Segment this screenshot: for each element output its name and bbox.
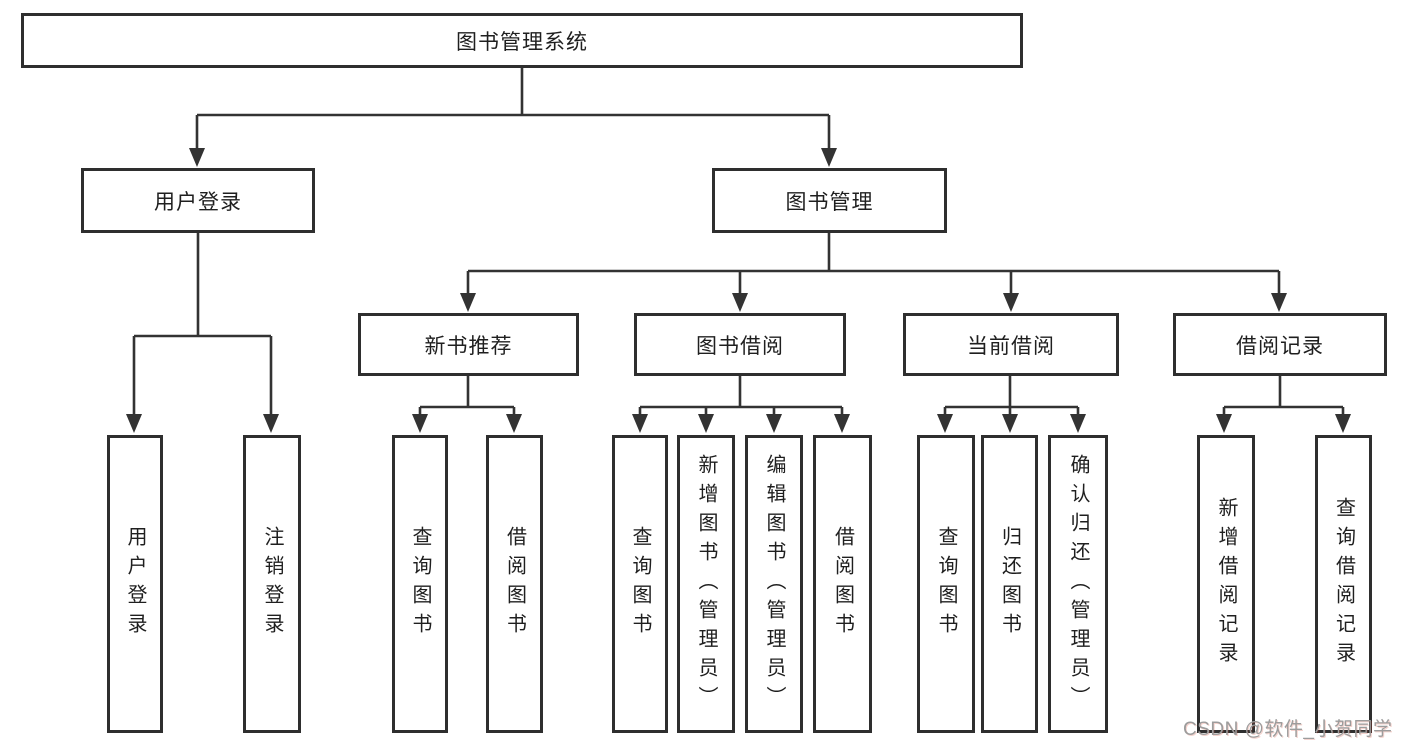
arrow-down-icon [1003, 293, 1019, 312]
leaf-borrow-books-recommend: 借阅图书 [486, 435, 543, 733]
arrow-down-icon [766, 414, 782, 433]
arrow-down-icon [412, 414, 428, 433]
arrow-down-icon [698, 414, 714, 433]
node-library-management-system: 图书管理系统 [21, 13, 1023, 68]
connector-borrow-records-to-leaves [1222, 376, 1345, 416]
node-user-login: 用户登录 [81, 168, 315, 233]
leaf-user-login: 用户登录 [107, 435, 163, 733]
node-borrowing-records: 借阅记录 [1173, 313, 1387, 376]
arrow-down-icon [460, 293, 476, 312]
leaf-edit-books-admin: 编辑图书（管理员） [745, 435, 803, 733]
node-new-book-recommendation: 新书推荐 [358, 313, 579, 376]
arrow-down-icon [1216, 414, 1232, 433]
connector-current-borrow-to-leaves [943, 376, 1080, 416]
connector-user-login-to-leaves [132, 233, 273, 416]
leaf-query-books-current: 查询图书 [917, 435, 975, 733]
arrow-down-icon [189, 148, 205, 167]
node-current-borrowing: 当前借阅 [903, 313, 1119, 376]
leaf-query-books-borrow: 查询图书 [612, 435, 668, 733]
leaf-confirm-return-admin: 确认归还（管理员） [1048, 435, 1108, 733]
leaf-return-books: 归还图书 [981, 435, 1038, 733]
arrow-down-icon [732, 293, 748, 312]
arrow-down-icon [506, 414, 522, 433]
arrowheads [126, 148, 1351, 433]
arrow-down-icon [1070, 414, 1086, 433]
arrow-down-icon [632, 414, 648, 433]
arrow-down-icon [263, 414, 279, 433]
arrow-down-icon [821, 148, 837, 167]
connector-root-to-level2 [195, 68, 831, 150]
arrow-down-icon [834, 414, 850, 433]
connector-book-mgmt-to-level3 [466, 233, 1281, 295]
arrow-down-icon [126, 414, 142, 433]
leaf-borrow-books: 借阅图书 [813, 435, 872, 733]
arrow-down-icon [1002, 414, 1018, 433]
leaf-logout: 注销登录 [243, 435, 301, 733]
arrow-down-icon [1335, 414, 1351, 433]
arrow-down-icon [1271, 293, 1287, 312]
node-book-borrowing: 图书借阅 [634, 313, 846, 376]
leaf-add-borrow-record: 新增借阅记录 [1197, 435, 1255, 733]
leaf-add-books-admin: 新增图书（管理员） [677, 435, 735, 733]
connector-book-borrow-to-leaves [638, 376, 844, 416]
csdn-watermark: CSDN @软件_小贺同学 [1183, 719, 1393, 740]
connector-new-book-to-leaves [418, 376, 516, 416]
leaf-query-borrow-record: 查询借阅记录 [1315, 435, 1372, 733]
leaf-query-books-recommend: 查询图书 [392, 435, 448, 733]
arrow-down-icon [937, 414, 953, 433]
node-book-management: 图书管理 [712, 168, 947, 233]
